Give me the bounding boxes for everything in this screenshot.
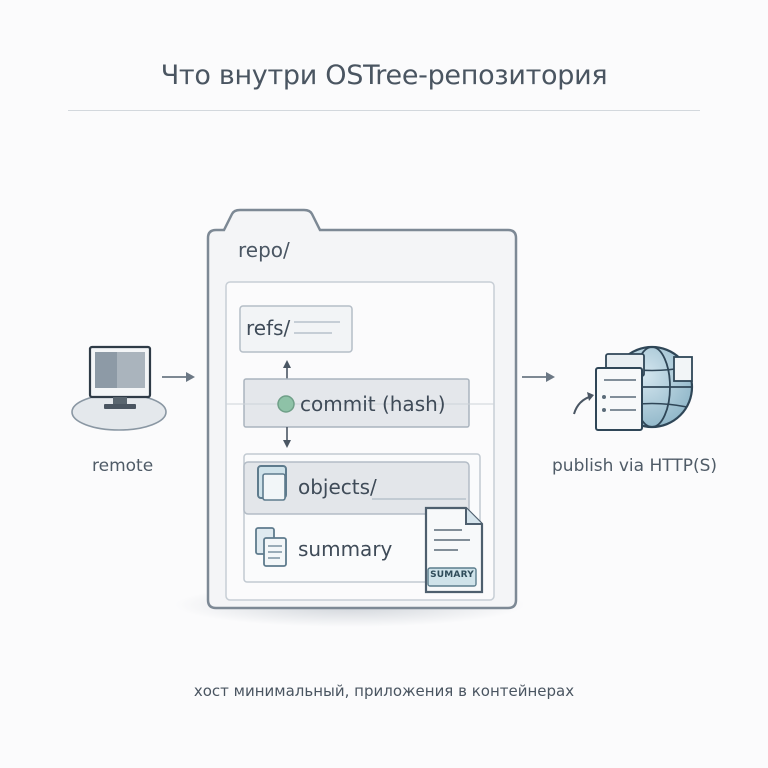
diagram-caption: хост минимальный, приложения в контейнер… (193, 682, 575, 700)
publish-label: publish via HTTP(S) (552, 456, 718, 476)
commit-label: commit (hash) (300, 392, 446, 416)
remote-label: remote (92, 456, 154, 476)
summary-label: summary (298, 537, 393, 561)
objects-folder-icon (257, 465, 287, 501)
summary-file-icon (255, 527, 287, 567)
refs-box (239, 305, 353, 353)
refs-label: refs/ (246, 316, 291, 340)
title-divider (68, 110, 700, 111)
commit-bar (226, 378, 494, 428)
repo-to-publish-arrow (522, 372, 555, 382)
objects-label: objects/ (298, 475, 377, 499)
summary-document-icon (424, 506, 484, 594)
commit-objects-arrow (283, 427, 291, 448)
refs-commit-arrow (283, 360, 291, 379)
remote-to-repo-arrow (162, 372, 195, 382)
objects-summary-panel (243, 453, 481, 583)
diagram-title: Что внутри OSTree-репозитория (160, 60, 608, 91)
summary-badge: SUMARY (430, 570, 474, 580)
commit-dot-icon (277, 395, 295, 413)
globe-server-icon (573, 345, 694, 431)
computer-monitor-icon (71, 345, 167, 431)
repo-label: repo/ (238, 238, 290, 262)
